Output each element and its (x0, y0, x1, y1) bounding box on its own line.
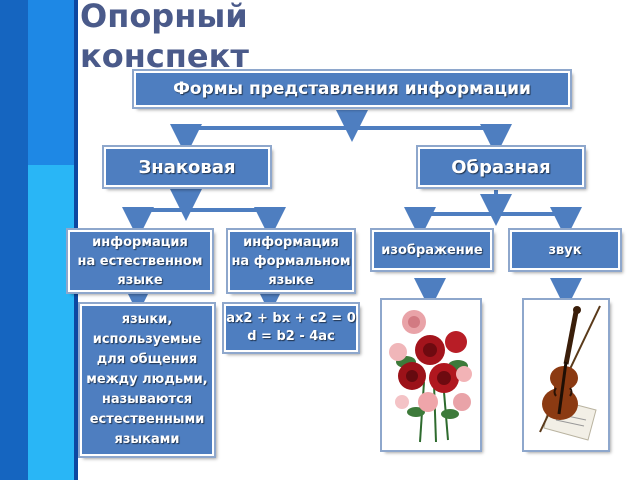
violin-icon (526, 302, 606, 448)
desc-line: используемые (92, 332, 202, 347)
page-title: Опорный конспект (80, 0, 249, 75)
natural-line-2: на естественном (77, 253, 203, 269)
desc-line: языки, (121, 312, 173, 327)
left-stripe-mid (28, 0, 74, 165)
natural-language-box: информация на естественном языке (66, 228, 214, 294)
desc-line: языками (114, 432, 180, 447)
formal-line-2: на формальном (231, 253, 351, 269)
figurative-form-label: Образная (451, 156, 551, 178)
natural-line-1: информация (92, 234, 188, 250)
sign-form-label: Знаковая (138, 156, 236, 178)
natural-line-3: языке (117, 272, 163, 288)
desc-line: между людьми, (86, 372, 208, 387)
forms-of-information-box: Формы представления информации (132, 69, 572, 109)
formal-line-1: информация (243, 234, 339, 250)
desc-line: называются (101, 392, 193, 407)
formula-box: ax2 + bx + c2 = 0 d = b2 - 4ac (222, 302, 360, 354)
roses-image (380, 298, 482, 452)
natural-language-description-box: языки, используемые для общения между лю… (78, 302, 216, 458)
sound-box: звук (508, 228, 622, 272)
image-label: изображение (381, 242, 483, 258)
desc-line: естественными (89, 412, 205, 427)
violin-image (522, 298, 610, 452)
left-stripe-light (28, 165, 74, 480)
sign-form-box: Знаковая (102, 145, 272, 189)
figurative-form-box: Образная (416, 145, 586, 189)
image-box: изображение (370, 228, 494, 272)
formal-language-box: информация на формальном языке (226, 228, 356, 294)
formula-line-1: ax2 + bx + c2 = 0 (226, 311, 356, 326)
desc-line: для общения (96, 352, 198, 367)
formula-line-2: d = b2 - 4ac (247, 329, 335, 344)
roses-icon (384, 302, 478, 448)
left-stripe-dark (0, 0, 28, 480)
formal-line-3: языке (268, 272, 314, 288)
forms-of-information-label: Формы представления информации (173, 79, 531, 99)
sound-label: звук (548, 242, 582, 258)
